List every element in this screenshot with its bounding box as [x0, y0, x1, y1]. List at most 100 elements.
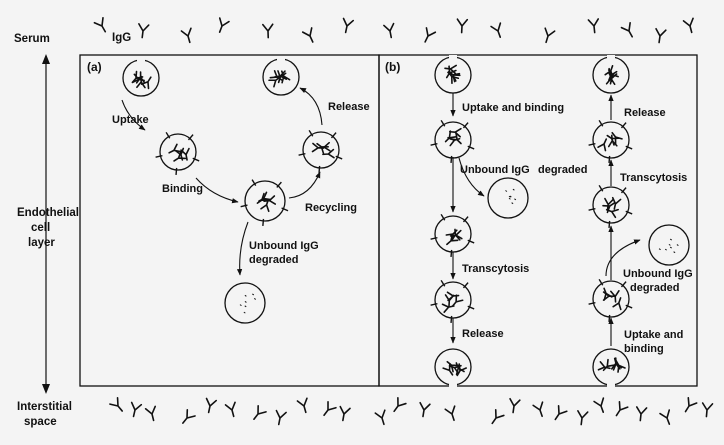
b-right-unbound-label-line2: degraded [630, 282, 680, 294]
a-release-label: Release [328, 101, 370, 113]
b-right-uptake-label-line1: Uptake and [624, 329, 683, 341]
arrow-head-down [42, 384, 50, 394]
b-right-vesicle-3-igg [605, 208, 619, 219]
b-left-degrade-arrow [458, 157, 485, 197]
endothelial-label-line2: cell [31, 222, 50, 234]
a-vesicle-sorting-igg [256, 192, 270, 204]
endothelial-label-line1: Endothelial [17, 207, 79, 219]
serum-igg [655, 27, 667, 44]
interstitial-igg [339, 405, 351, 422]
arrow-head-up [42, 54, 50, 64]
b-left-vesicle-4 [430, 279, 475, 323]
b-left-vesicle-5-igg [442, 362, 454, 376]
interstitial-igg [205, 397, 218, 414]
b-right-vesicle-2-igg [612, 297, 622, 311]
interstitial-igg [419, 401, 431, 418]
b-right-vesicle-4 [588, 119, 633, 163]
a-degrade-arrow [236, 221, 249, 276]
b-left-vesicle-3-igg [445, 229, 458, 242]
interstitial-igg [659, 409, 671, 425]
a-binding-arrow [195, 177, 239, 204]
b-right-vesicle-degraded [648, 224, 690, 266]
interstitial-igg [615, 400, 629, 417]
interstitial-igg [323, 400, 337, 417]
serum-label: Serum [14, 33, 50, 45]
b-left-vesicle-degraded [487, 177, 529, 219]
b-right-vesicle-5 [592, 55, 630, 94]
a-vesicle-binding [155, 131, 200, 175]
b-right-vesicle-1-igg [597, 361, 611, 371]
a-vesicle-uptake [122, 58, 160, 97]
a-vesicle-degraded [224, 282, 266, 324]
interstitial-igg [532, 401, 544, 418]
interstitial-igg [130, 401, 143, 418]
b-right-unbound-label-line1: Unbound IgG [623, 268, 693, 280]
b-left-transcytosis-label: Transcytosis [462, 263, 529, 275]
interstitial-igg [577, 410, 589, 426]
b-right-vesicle-1-igg [615, 359, 626, 373]
interstitial-igg [182, 408, 196, 424]
b-left-vesicle-2-igg [448, 127, 462, 138]
b-right-vesicle-1-igg [602, 358, 615, 372]
b-right-transcytosis-label: Transcytosis [620, 172, 687, 184]
interstitial-igg [374, 409, 386, 426]
a-vesicle-release-igg [269, 70, 283, 81]
b-left-vesicle-1-igg [445, 65, 457, 79]
a-vesicle-uptake-igg [135, 71, 146, 84]
serum-igg [620, 22, 633, 38]
serum-igg [383, 22, 395, 39]
interstitial-igg [109, 396, 124, 412]
b-right-vesicle-4-igg [607, 134, 618, 148]
interstitial-igg [701, 402, 714, 418]
b-right-release-label: Release [624, 107, 666, 119]
a-vesicle-release [262, 57, 300, 96]
a-vesicle-binding-igg [168, 143, 182, 154]
serum-igg [456, 18, 469, 34]
b-right-vesicle-3-igg [602, 202, 616, 214]
a-binding-label: Binding [162, 183, 203, 195]
interstitial-igg [554, 404, 568, 421]
a-recycling-arrow [288, 171, 321, 199]
serum-igg [138, 23, 150, 39]
b-right-vesicle-4-igg [597, 138, 608, 152]
interstitial-igg [509, 397, 521, 414]
a-unbound-label-line1: Unbound IgG [249, 240, 319, 252]
b-left-uptake-binding-label: Uptake and binding [462, 102, 564, 114]
b-right-vesicle-2-igg [602, 291, 616, 301]
interstitial-igg [275, 409, 287, 426]
serum-igg [424, 27, 437, 43]
serum-igg [218, 17, 230, 33]
b-left-vesicle-5 [434, 348, 472, 387]
panel-b-box [378, 54, 698, 387]
b-left-vesicle-1 [434, 55, 472, 94]
b-right-vesicle-3-igg [611, 196, 622, 210]
a-vesicle-binding-igg [174, 147, 185, 161]
b-right-vesicle-1 [592, 348, 630, 387]
interstitial-igg [296, 397, 308, 414]
serum-igg [587, 18, 600, 34]
a-vesicle-recycling-igg [311, 142, 325, 153]
interstitial-igg [253, 404, 267, 421]
b-left-unbound-label: Unbound IgG [460, 164, 530, 176]
interstitial-igg [635, 406, 648, 422]
serum-igg [342, 17, 355, 34]
serum-igg [93, 17, 107, 33]
b-right-vesicle-3 [588, 184, 633, 228]
b-left-vesicle-4-igg [446, 291, 460, 302]
interstitial-igg [444, 405, 456, 422]
b-right-degrade-arrow [605, 239, 641, 277]
vesicles [122, 55, 690, 387]
panel-b-tag: (b) [385, 60, 400, 74]
interstitial-label-line2: space [24, 416, 57, 428]
a-vesicle-recycling [298, 129, 343, 173]
a-recycling-label: Recycling [305, 202, 357, 214]
b-left-vesicle-2 [430, 119, 475, 163]
a-uptake-arrow [121, 99, 146, 131]
b-left-release-label: Release [462, 328, 504, 340]
a-unbound-label-line2: degraded [249, 254, 299, 266]
serum-igg [490, 22, 502, 39]
a-vesicle-sorting [240, 179, 289, 226]
b-left-degraded-label: degraded [538, 164, 588, 176]
